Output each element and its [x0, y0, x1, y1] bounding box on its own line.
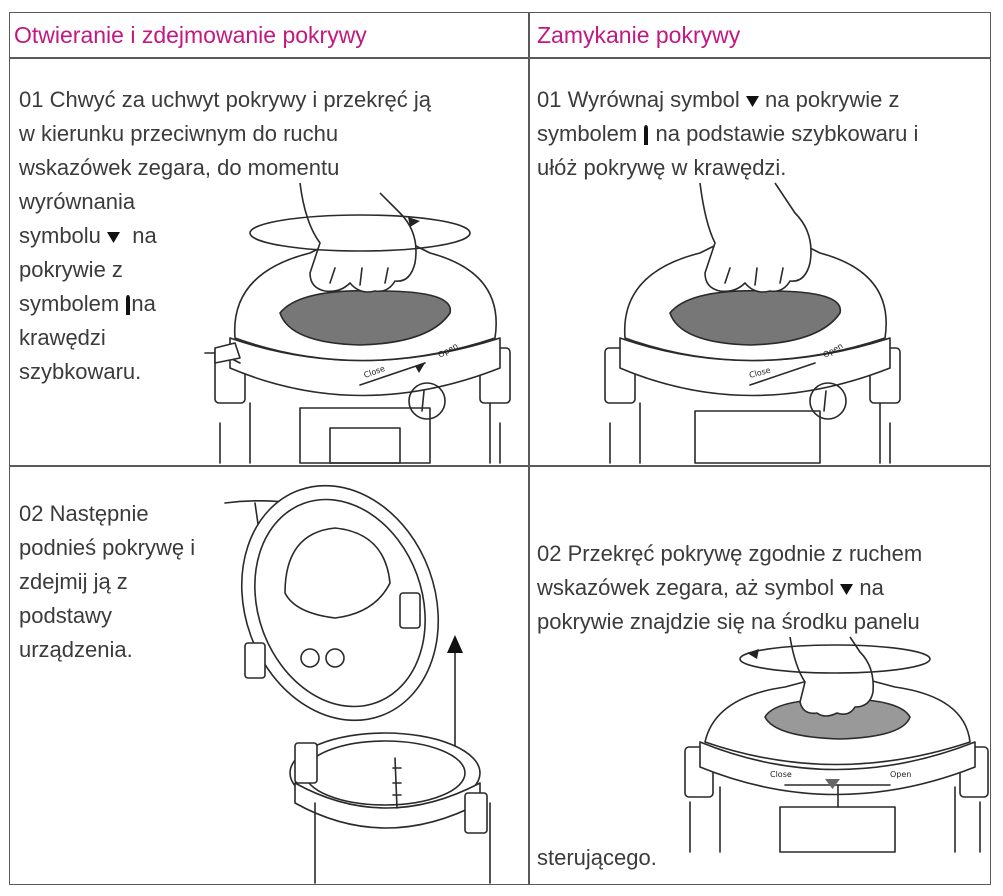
close-step1-text: 01 Wyrównaj symbol na pokrywie z symbole… [537, 83, 992, 185]
triangle-symbol-icon [840, 584, 853, 595]
text-line: symbolem na podstawie szybkowaru i [537, 117, 992, 151]
text-line: 02 Przekręć pokrywę zgodnie z ruchem [537, 537, 992, 571]
column-divider [528, 13, 530, 884]
close-step2-text-end: sterującego. [537, 841, 657, 875]
instruction-table: Otwieranie i zdejmowanie pokrywy Zamykan… [9, 12, 991, 885]
text-line: 01 Wyrównaj symbol na pokrywie z [537, 83, 992, 117]
text-line: podnieś pokrywę i [19, 531, 219, 565]
pressure-cooker-close-align-illustration: Close Open [600, 183, 910, 463]
pressure-cooker-lift-lid-illustration [225, 473, 525, 883]
close-step2-text: 02 Przekręć pokrywę zgodnie z ruchem wsk… [537, 537, 992, 639]
text-line: pokrywie znajdzie się na środku panelu [537, 605, 992, 639]
text-line: urządzenia. [19, 633, 219, 667]
triangle-symbol-icon [746, 96, 759, 107]
text-line: podstawy [19, 599, 219, 633]
open-label: Open [890, 770, 911, 779]
text-line: 01 Chwyć za uchwyt pokrywy i przekręć ją [19, 83, 524, 117]
open-step2-text: 02 Następnie podnieś pokrywę i zdejmij j… [19, 497, 219, 667]
triangle-symbol-icon [107, 232, 120, 243]
pressure-cooker-turn-clockwise-illustration: Close Open [675, 637, 995, 852]
text-line: 02 Następnie [19, 497, 219, 531]
text-line: ułóż pokrywę w krawędzi. [537, 151, 992, 185]
pressure-cooker-open-turn-illustration: Close Open [210, 173, 520, 463]
text-line: w kierunku przeciwnym do ruchu [19, 117, 524, 151]
text-line: zdejmij ją z [19, 565, 219, 599]
header-divider [10, 57, 990, 59]
close-label: Close [770, 770, 792, 779]
text-line: wskazówek zegara, aż symbol na [537, 571, 992, 605]
header-open-remove: Otwieranie i zdejmowanie pokrywy [14, 22, 367, 49]
row-divider [10, 465, 990, 467]
marker-symbol-icon [643, 125, 649, 145]
header-close: Zamykanie pokrywy [537, 22, 740, 49]
